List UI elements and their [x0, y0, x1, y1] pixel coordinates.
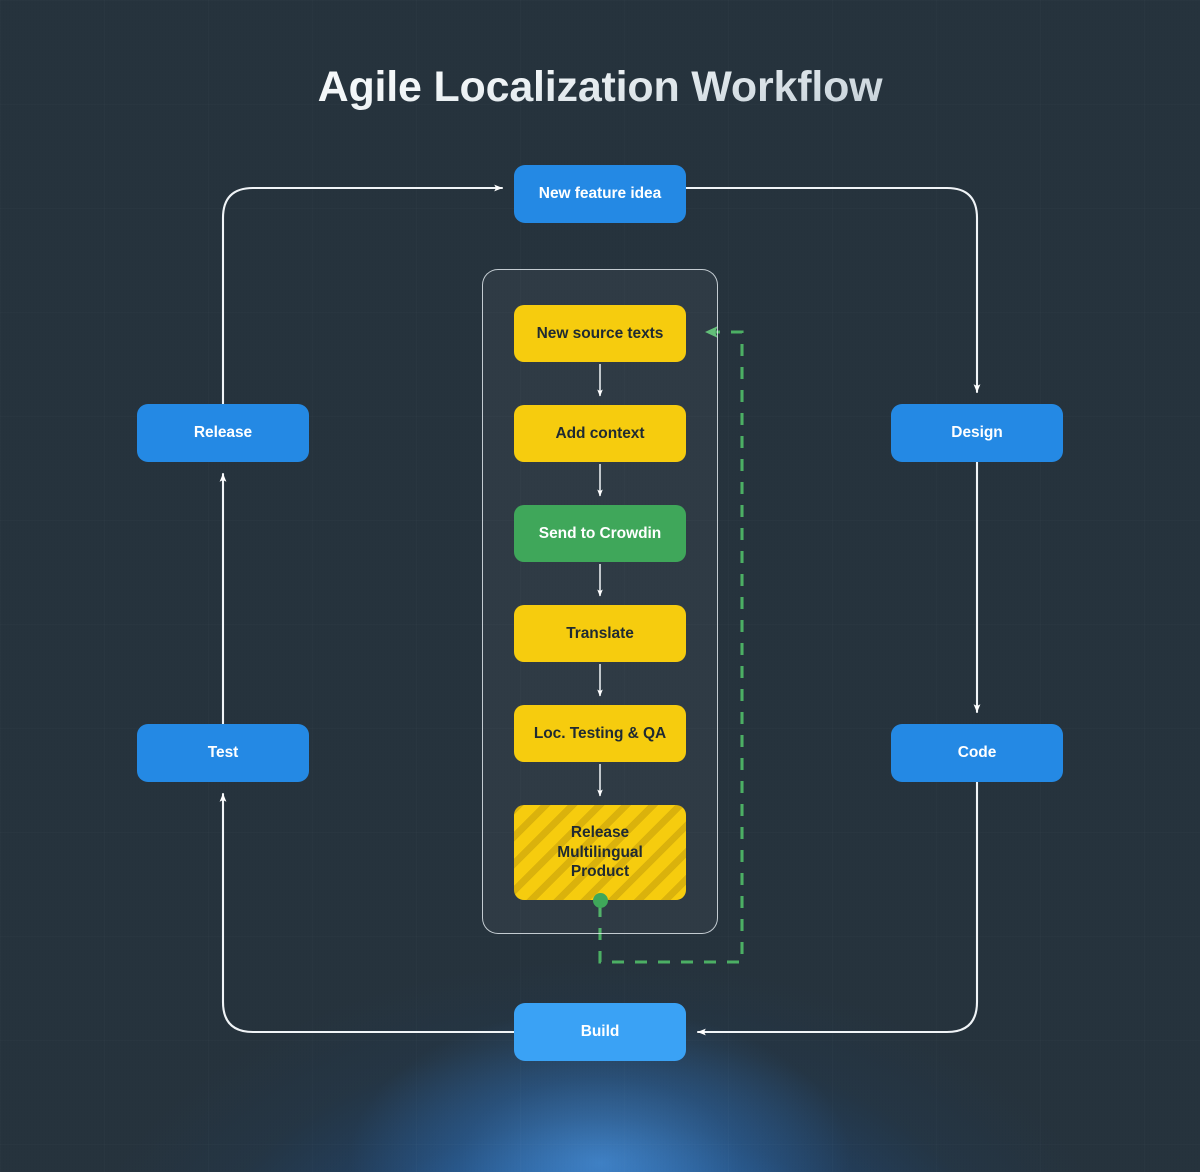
node-release[interactable]: Release [137, 404, 309, 462]
node-new-source-texts[interactable]: New source texts [514, 305, 686, 362]
node-label: Loc. Testing & QA [533, 724, 667, 742]
node-label: New source texts [536, 324, 664, 342]
node-code[interactable]: Code [891, 724, 1063, 782]
node-label: Code [957, 744, 997, 762]
node-new-feature-idea[interactable]: New feature idea [514, 165, 686, 223]
node-translate[interactable]: Translate [514, 605, 686, 662]
connector-code-to-build [696, 780, 979, 1036]
node-label: Translate [566, 624, 634, 642]
connector-new-feature-to-design [684, 186, 981, 394]
node-label: New feature idea [538, 185, 662, 203]
node-label: Add context [555, 424, 645, 442]
node-add-context[interactable]: Add context [514, 405, 686, 462]
node-design[interactable]: Design [891, 404, 1063, 462]
page-title: Agile Localization Workflow [0, 63, 1200, 112]
node-send-to-crowdin[interactable]: Send to Crowdin [514, 505, 686, 562]
node-label: Send to Crowdin [538, 524, 662, 542]
node-test[interactable]: Test [137, 724, 309, 782]
node-label: Release [193, 424, 253, 442]
node-label: Test [207, 744, 239, 762]
node-build[interactable]: Build [514, 1003, 686, 1061]
node-label: Build [580, 1023, 620, 1041]
connector-release-to-new-feature [221, 184, 504, 406]
node-loc-testing-qa[interactable]: Loc. Testing & QA [514, 705, 686, 762]
connector-build-to-test [219, 792, 516, 1034]
feedback-loop-origin-dot [593, 893, 608, 908]
node-label: Design [951, 424, 1003, 442]
